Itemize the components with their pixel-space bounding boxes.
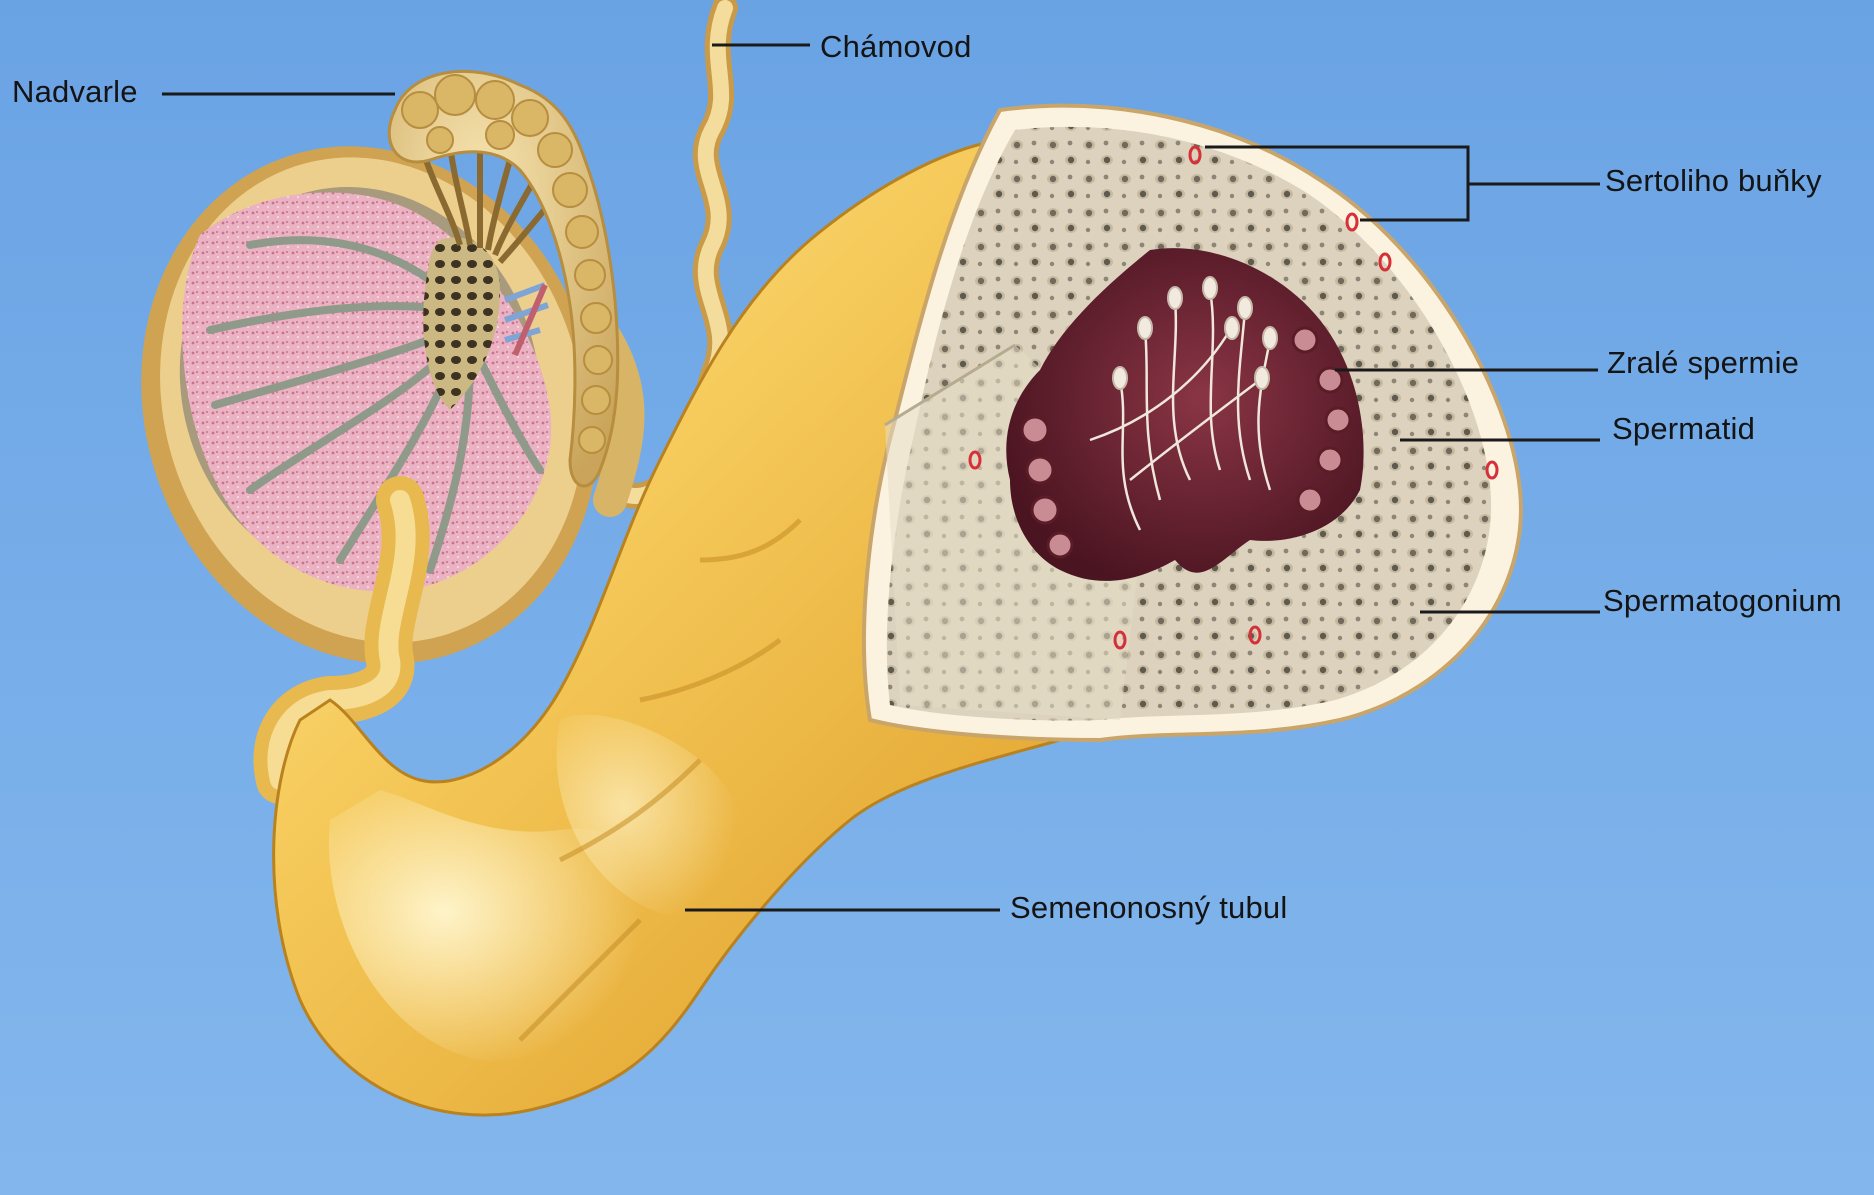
label-spermatid: Spermatid	[1612, 411, 1755, 447]
label-chamovod: Chámovod	[820, 29, 972, 65]
label-spermatogonium: Spermatogonium	[1603, 583, 1842, 619]
label-semenonosny-tubul: Semenonosný tubul	[1010, 890, 1287, 926]
label-zrale-spermie: Zralé spermie	[1607, 345, 1799, 381]
label-nadvarle: Nadvarle	[12, 74, 138, 110]
label-sertoliho-bunky: Sertoliho buňky	[1605, 163, 1822, 199]
